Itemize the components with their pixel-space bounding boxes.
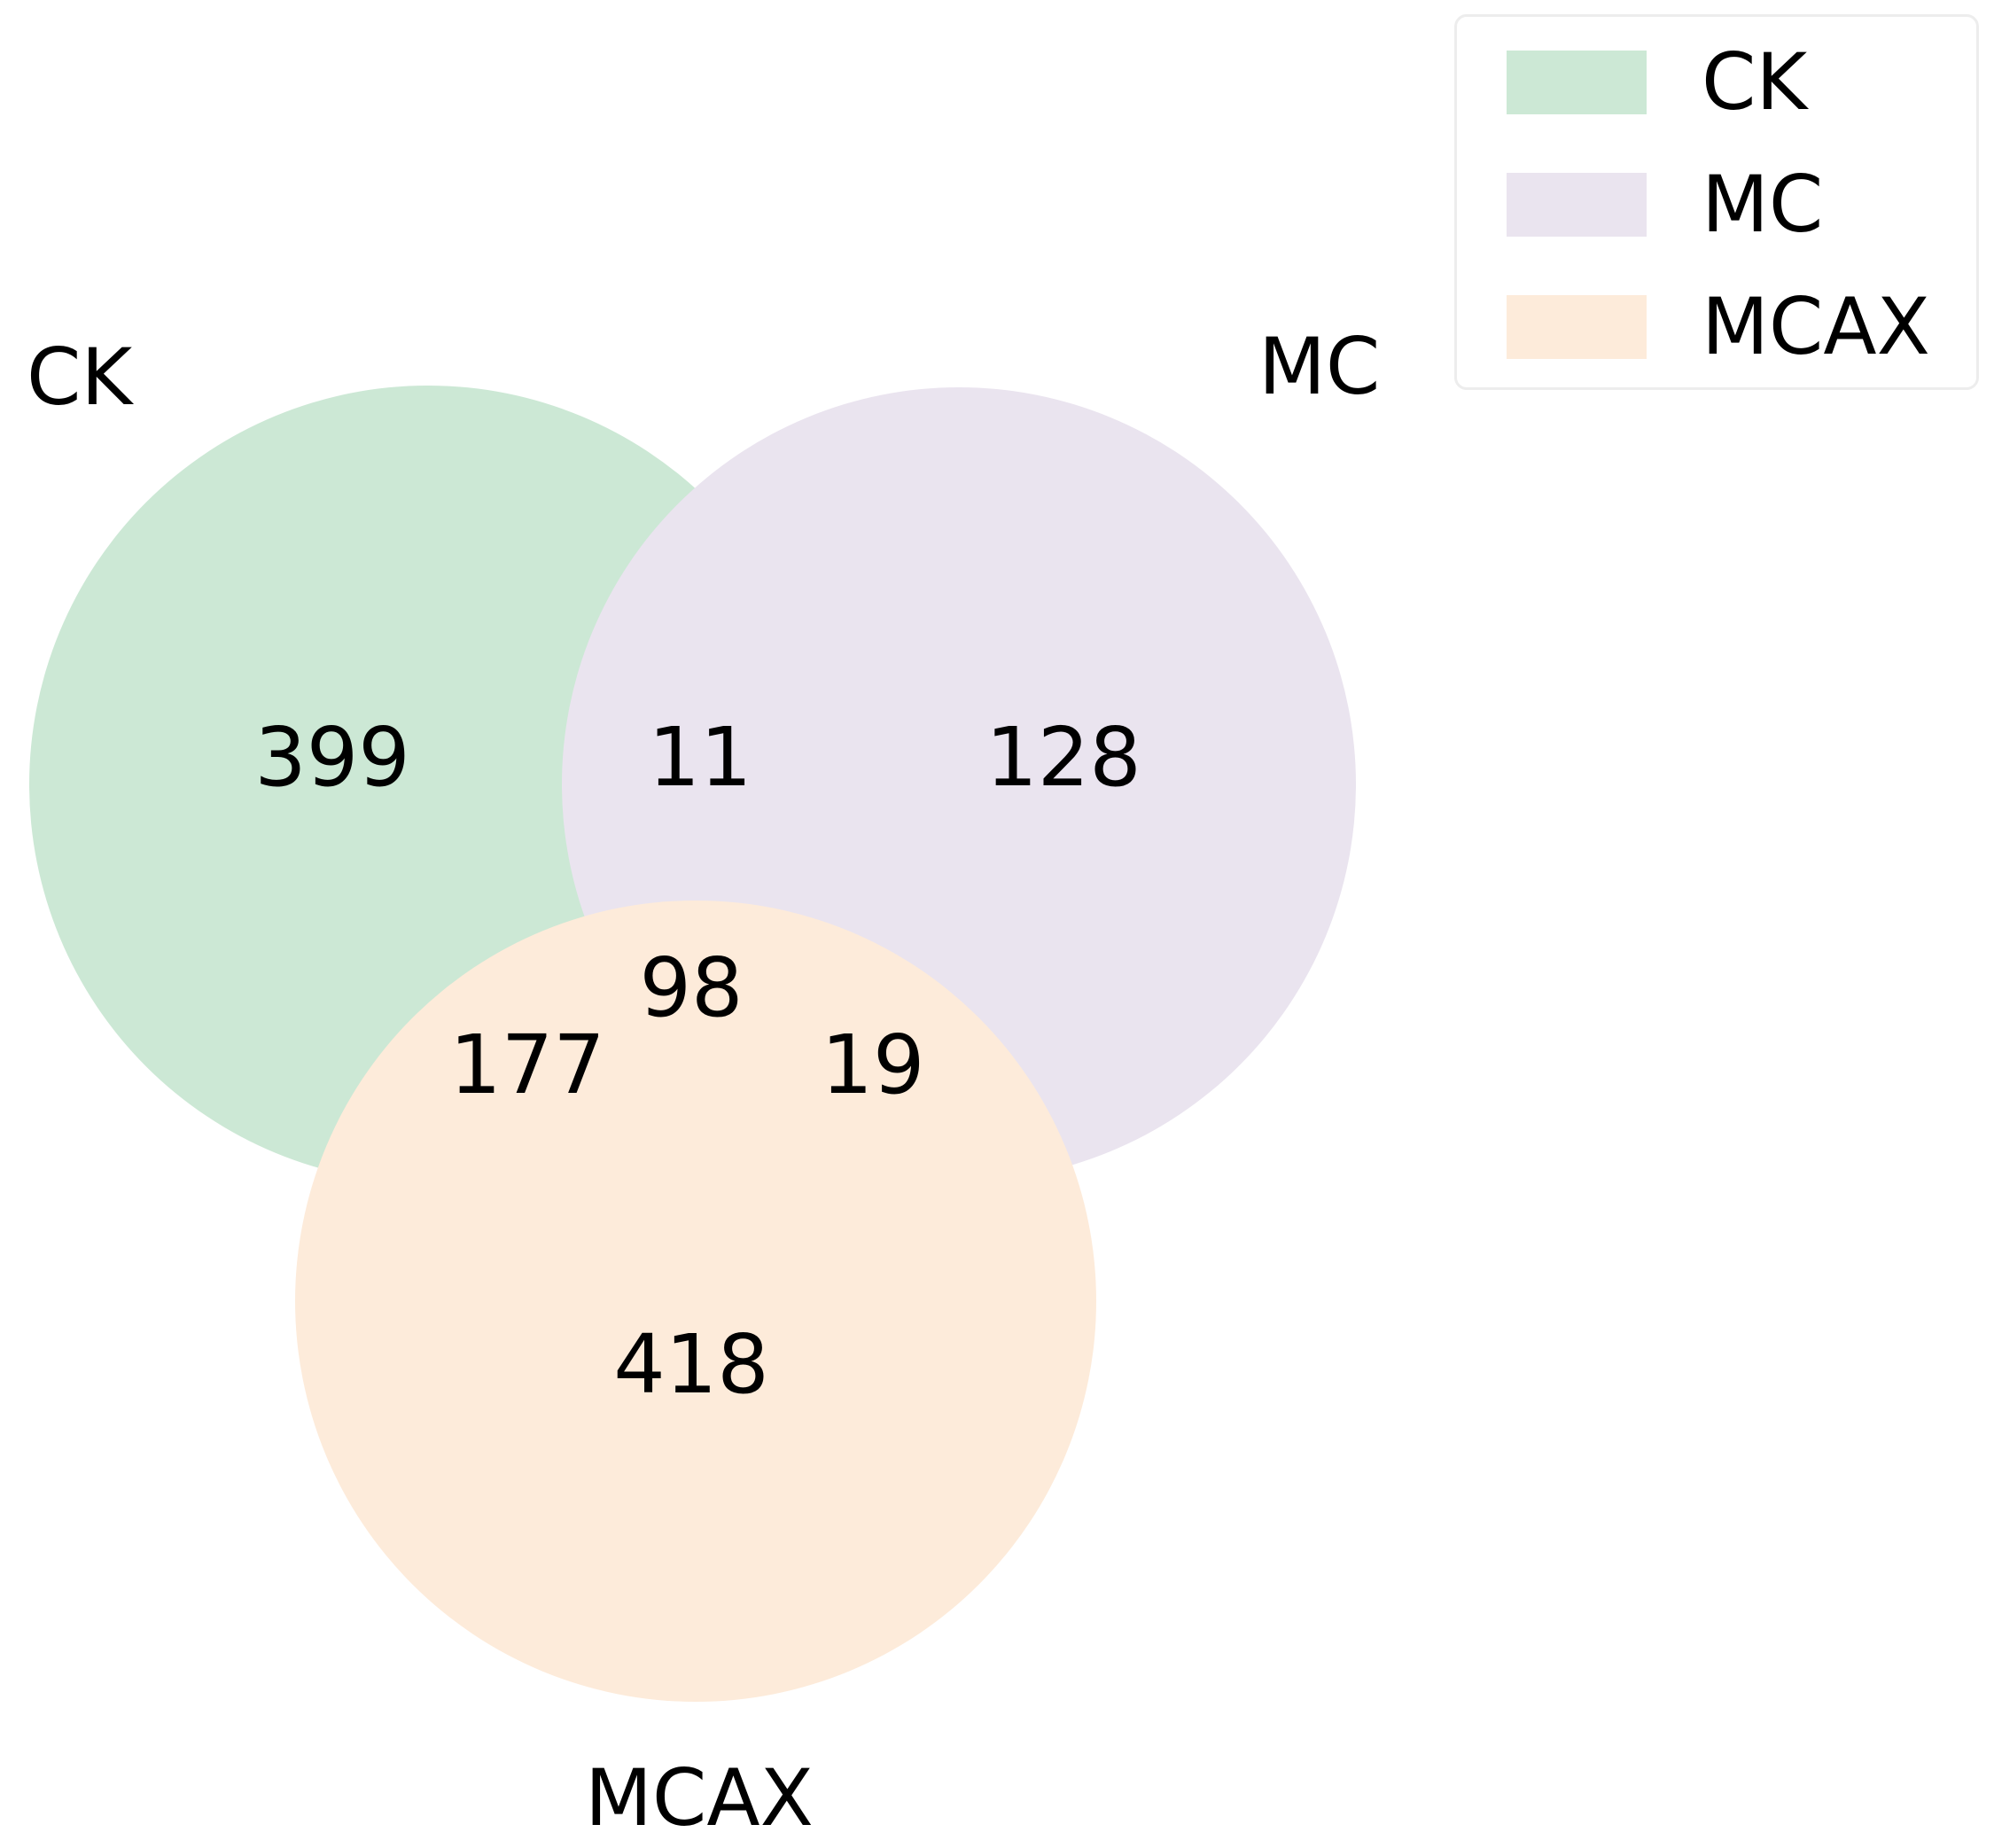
set-label-mcax: MCAX: [585, 1752, 814, 1844]
legend-label-mcax: MCAX: [1702, 281, 1930, 372]
legend-item-ck: CK: [1507, 42, 1807, 123]
set-label-mc: MC: [1258, 321, 1381, 412]
region-count-ck-mc: 11: [648, 710, 752, 805]
region-count-ck-only: 399: [254, 710, 410, 805]
legend-swatch-ck-icon: [1507, 51, 1647, 114]
region-count-mcax-only: 418: [613, 1317, 769, 1412]
legend-swatch-mcax-icon: [1507, 295, 1647, 359]
set-label-ck: CK: [27, 331, 133, 423]
region-count-mc-mcax: 19: [821, 1018, 925, 1112]
legend-item-mcax: MCAX: [1507, 286, 1930, 368]
region-count-mc-only: 128: [985, 710, 1141, 805]
venn-circle-mcax: [295, 901, 1096, 1702]
region-count-triple: 98: [639, 940, 744, 1035]
legend-label-ck: CK: [1702, 36, 1808, 128]
legend: CK MC MCAX: [1454, 14, 1979, 390]
legend-item-mc: MC: [1507, 164, 1823, 246]
legend-swatch-mc-icon: [1507, 173, 1647, 237]
region-count-ck-mcax: 177: [449, 1018, 605, 1112]
legend-label-mc: MC: [1702, 159, 1824, 250]
